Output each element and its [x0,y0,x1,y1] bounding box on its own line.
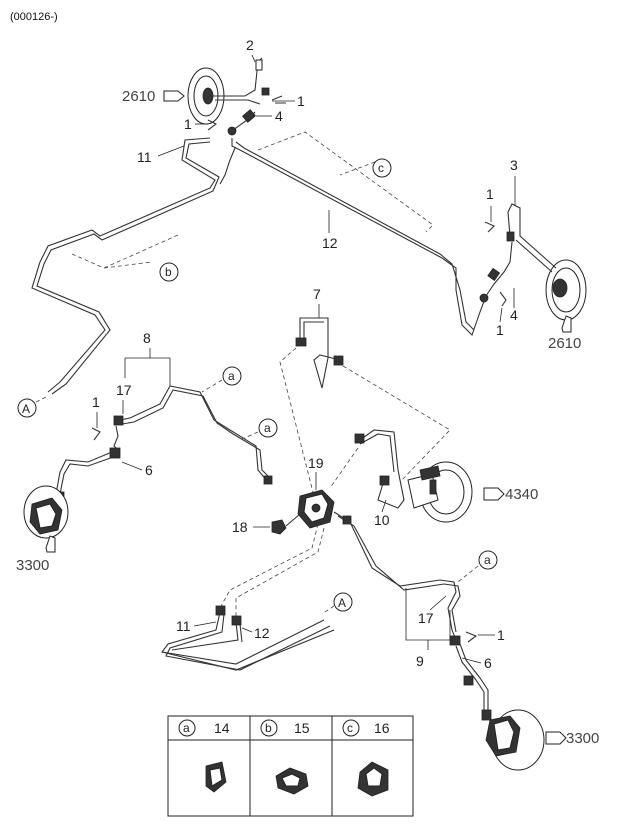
callout-4-right: 4 [510,307,518,323]
callout-1-mid: 1 [92,394,100,410]
hand-pointer-icon [45,535,56,553]
legend-part-number: 16 [374,720,390,736]
circle-A-lower-letter: A [338,596,346,610]
callout-17-right: 17 [418,610,434,626]
circle-c-letter: c [378,161,384,175]
callout-12-top: 12 [322,235,338,251]
ref-label: 2610 [548,335,581,352]
callout-6-left: 6 [145,462,153,478]
ref-label: 4340 [505,486,538,503]
clip-legend-table: a 14 b 15 c 16 [167,715,414,817]
ref-2610-right: 2610 [548,315,581,352]
legend-letter: b [265,721,272,735]
legend-cell-a: a 14 [178,719,230,793]
callout-1-lower: 1 [497,627,505,643]
callout-10: 10 [374,512,390,528]
ref-label: 3300 [16,557,49,574]
callout-12-lower: 12 [254,625,270,641]
circle-a-mid-letter: a [264,421,271,435]
callout-11-top: 11 [137,149,152,165]
callout-8: 8 [143,330,151,346]
circle-a-right-letter: a [484,553,491,567]
proportioning-valve [297,489,335,529]
ref-label: 3300 [566,730,599,747]
legend-letter: a [183,721,190,735]
hand-pointer-icon [561,315,572,333]
circle-A-lower [333,592,353,612]
callout-2: 2 [246,37,254,53]
callout-3: 3 [510,157,518,173]
callout-7: 7 [313,286,321,302]
circle-a-top [222,366,242,386]
brake-booster-master-cylinder [407,461,473,523]
callout-9: 9 [416,653,424,669]
rear-right-brake-drum [506,203,587,321]
legend-cell-c: c 16 [342,719,390,797]
diagram-code: (000126-) [10,11,58,23]
legend-part-number: 14 [214,720,230,736]
circle-b-letter: b [165,265,172,279]
callout-1-left: 1 [184,116,192,132]
front-left-brake-caliper [23,485,69,539]
callout-18: 18 [232,519,248,535]
hand-pointer-icon [483,487,505,501]
legend-part-number: 15 [294,720,310,736]
circle-a-top-letter: a [228,369,235,383]
ref-label: 2610 [122,88,155,105]
circle-b-top [159,262,179,282]
circle-a-mid [258,418,278,438]
callout-11-lower: 11 [176,618,191,634]
callout-1-right-a: 1 [486,186,494,202]
hand-pointer-icon [545,731,567,745]
ref-3300-right: 3300 [545,730,599,747]
front-right-brake-caliper [485,709,545,771]
ref-4340: 4340 [483,486,538,503]
circle-A-left-letter: A [22,402,30,416]
callout-17-left: 17 [116,382,132,398]
ref-2610-top: 2610 [122,88,185,105]
callout-6-right: 6 [484,655,492,671]
callout-19: 19 [308,455,324,471]
circle-a-right [478,550,498,570]
legend-letter: c [347,721,353,735]
circle-A-left [17,398,37,418]
hand-pointer-icon [163,90,185,102]
callout-1-top: 1 [297,93,305,109]
callout-4-top: 4 [275,108,283,124]
ref-3300-left: 3300 [16,535,56,574]
legend-cell-b: b 15 [260,719,310,795]
circle-c-top [372,158,392,178]
callout-1-right-b: 1 [496,322,504,338]
rear-left-brake-drum [187,57,270,125]
brake-pipes-main [31,137,487,395]
